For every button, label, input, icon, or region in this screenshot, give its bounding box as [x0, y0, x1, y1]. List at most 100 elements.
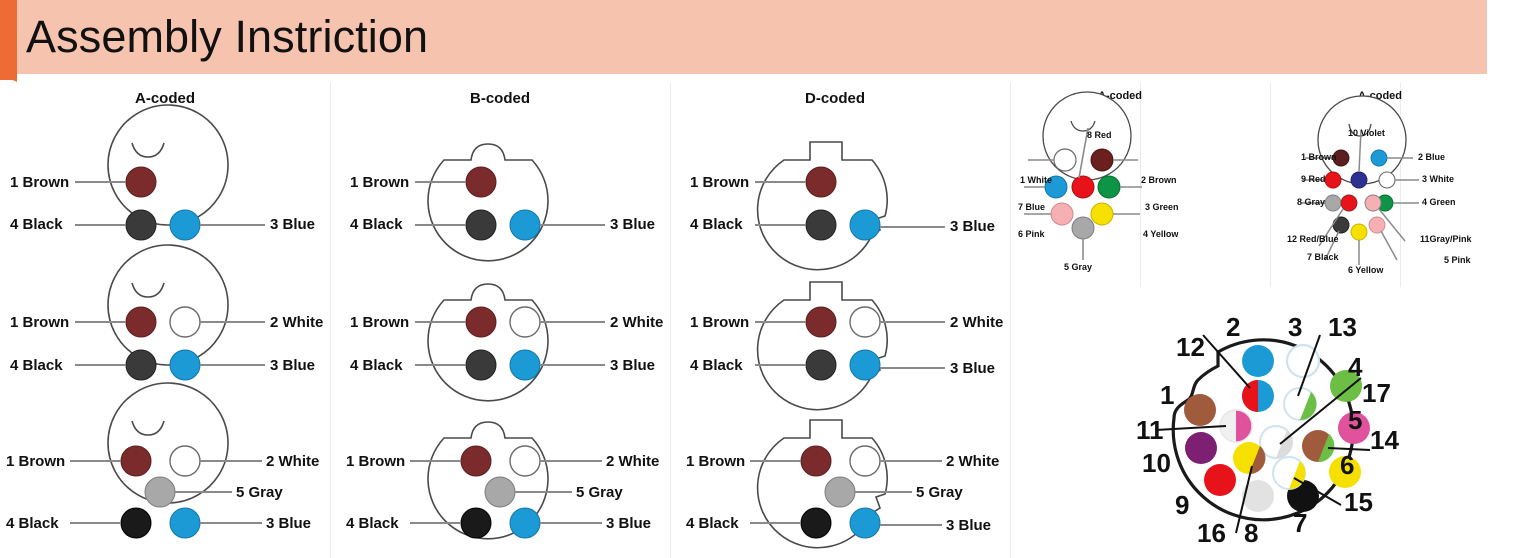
label-pin-7-black: 7 Black [1307, 252, 1339, 262]
label-pin-1-brown: 1 Brown [690, 174, 750, 191]
pin-3-blue [169, 209, 201, 241]
column-header-b-coded: B-coded [470, 90, 530, 107]
pin-14 [1302, 430, 1335, 463]
pin-3-blue [509, 349, 541, 381]
label-pin-3-blue: 3 Blue [946, 517, 992, 534]
leader-line-pin15 [1293, 477, 1342, 506]
pin-5-pink [1368, 216, 1386, 234]
pin-3-green [1097, 175, 1121, 199]
label-pin-4-green: 4 Green [1422, 197, 1456, 207]
label-pin-15: 15 [1344, 487, 1373, 517]
pin-1-brown [800, 445, 832, 477]
pin-3-blue [509, 209, 541, 241]
connector-body-a-coded [107, 244, 229, 366]
leader-line-pin13 [1297, 334, 1321, 397]
label-pin-2-white: 2 White [946, 453, 1000, 470]
pin-1-brown [805, 306, 837, 338]
pin-4-black [465, 209, 497, 241]
label-pin-5-gray: 5 Gray [916, 484, 963, 501]
pin-2 [1242, 345, 1274, 377]
pin-8 [1242, 480, 1274, 512]
leader-line-pin14 [1327, 447, 1371, 451]
label-pin-4-black: 4 Black [350, 216, 403, 233]
panel-divider [330, 82, 331, 558]
leader-line-pin17 [1279, 377, 1362, 445]
label-pin-1-brown: 1 Brown [350, 174, 410, 191]
label-pin-4-yellow: 4 Yellow [1143, 229, 1179, 239]
label-pin-11: 11 [1136, 415, 1164, 445]
pin-4-black [805, 209, 837, 241]
panel-divider [1140, 82, 1141, 287]
pin-4-black [460, 507, 492, 539]
label-pin-5-gray: 5 Gray [576, 484, 623, 501]
label-pin-1-outer: 1 [1160, 380, 1175, 410]
pin-1-brown [125, 166, 157, 198]
pin-4-black [125, 349, 157, 381]
label-pin-3-blue: 3 Blue [950, 360, 996, 377]
pin-5-gray [1071, 216, 1095, 240]
label-pin-4-black: 4 Black [350, 357, 403, 374]
leader-line-pin12 [1318, 208, 1344, 247]
pin-4-black [125, 209, 157, 241]
label-pin-12-red-blue: 12 Red/Blue [1287, 234, 1339, 244]
label-pin-12: 12 [1176, 332, 1205, 362]
pin-16 [1233, 442, 1266, 475]
label-pin-4-black: 4 Black [686, 515, 739, 532]
pin-4-black [800, 507, 832, 539]
label-pin-1-brown: 1 Brown [690, 314, 750, 331]
label-pin-2: 2 [1226, 312, 1241, 342]
pin-1-brown [125, 306, 157, 338]
label-pin-3-blue: 3 Blue [610, 216, 656, 233]
connector-b-5pin [340, 415, 670, 558]
label-pin-3-blue: 3 Blue [270, 357, 316, 374]
pin-3-blue [849, 507, 881, 539]
label-pin-1-brown: 1 Brown [346, 453, 406, 470]
pin-15 [1272, 456, 1306, 490]
header-bar [0, 0, 1487, 74]
label-pin-2-white: 2 White [270, 314, 324, 331]
label-pin-3-green: 3 Green [1145, 202, 1179, 212]
connector-d-4pin [680, 280, 1010, 420]
pin-4-black [805, 349, 837, 381]
label-pin-2-white: 2 White [950, 314, 1004, 331]
panel-divider [1400, 82, 1401, 287]
connector-8pin-a-coded [1010, 91, 1150, 285]
label-pin-16: 16 [1197, 518, 1226, 548]
leader-line-pin16 [1235, 465, 1253, 534]
label-pin-1-brown: 1 Brown [686, 453, 746, 470]
label-pin-3-blue: 3 Blue [950, 218, 996, 235]
pin-5-gray [484, 476, 516, 508]
pin-4-black [120, 507, 152, 539]
pin-1-white [1053, 148, 1077, 172]
pin-2-white [849, 306, 881, 338]
label-pin-11-gray-pink: 11Gray/Pink [1420, 234, 1472, 244]
pin-2-white [169, 445, 201, 477]
pin-3-blue [169, 349, 201, 381]
pin-4-black [465, 349, 497, 381]
connector-d-5pin [680, 415, 1010, 558]
label-pin-9: 9 [1175, 490, 1190, 520]
label-pin-1-brown: 1 Brown [10, 314, 70, 331]
label-pin-3-white: 3 White [1422, 174, 1455, 184]
pin-3 [1285, 343, 1321, 379]
pin-11-gray-pink [1364, 194, 1382, 212]
label-pin-10: 10 [1142, 448, 1171, 478]
connector-body-d-coded [756, 141, 888, 271]
pin-2-white [849, 445, 881, 477]
pin-6-pink [1050, 202, 1074, 226]
pin-10 [1185, 432, 1217, 464]
connector-12pin-a-coded [1285, 95, 1435, 285]
connector-a-3pin [0, 104, 330, 285]
label-pin-1-brown: 1 Brown [350, 314, 410, 331]
pin-9 [1204, 464, 1236, 496]
pin-11 [1219, 409, 1253, 443]
label-pin-3-blue: 3 Blue [606, 515, 652, 532]
pin-5-gray [824, 476, 856, 508]
pin-6-yellow [1350, 223, 1368, 241]
leader-line-pin10 [1358, 129, 1362, 173]
pin-2-white [169, 306, 201, 338]
pin-3-blue [169, 507, 201, 539]
label-pin-4-black: 4 Black [6, 515, 59, 532]
label-pin-4-black: 4 Black [690, 357, 743, 374]
page-title: Assembly Instriction [26, 11, 429, 62]
